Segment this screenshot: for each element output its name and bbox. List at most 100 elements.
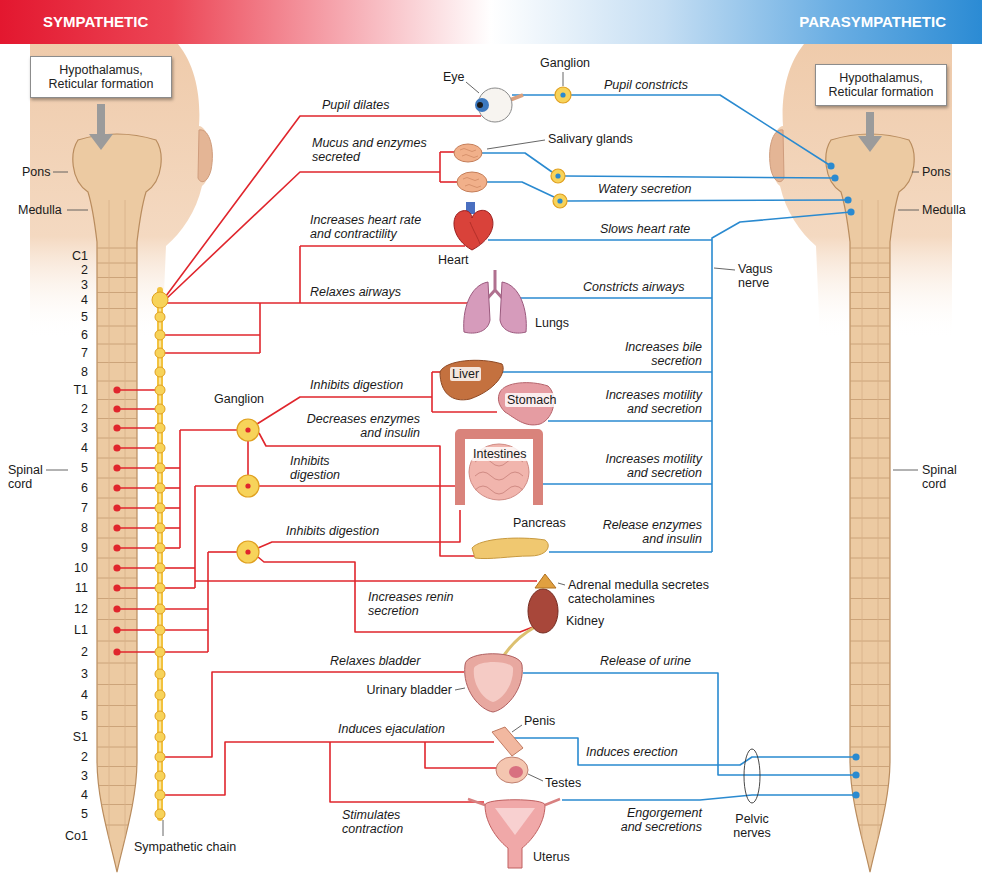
segment-line [843, 498, 898, 499]
segment-line [90, 399, 145, 400]
cord-segments [843, 200, 898, 872]
chain-ganglion [155, 523, 165, 533]
illustration-part [866, 112, 874, 138]
illustration-part [500, 282, 526, 333]
cord-origin-dot [827, 162, 834, 169]
preganglionic-fiber [117, 408, 157, 410]
segment-line [90, 248, 145, 249]
effect-label: Pupil constricts [604, 78, 688, 92]
chain-ganglion [155, 404, 165, 414]
segment-number: Co1 [65, 829, 88, 843]
illustration-part [465, 654, 523, 712]
preganglionic-fiber [117, 629, 157, 631]
segment-line [843, 684, 898, 685]
effect-label: Induces ejaculation [338, 722, 445, 736]
preganglionic-fiber [117, 487, 157, 489]
kidney-illustration [500, 574, 558, 662]
parasympathetic-nerve [562, 795, 856, 800]
part-label: Ganglion [540, 56, 590, 70]
segment-line [90, 641, 145, 642]
segment-line [90, 538, 145, 539]
segment-line [90, 598, 145, 599]
cord-origin-dot [844, 196, 851, 203]
segment-number: 3 [81, 667, 88, 681]
node-text: SYMPATHETIC [0, 0, 491, 31]
organ-label: Lungs [535, 316, 569, 330]
preganglionic-fiber [117, 567, 157, 569]
segment-number: 10 [74, 561, 88, 575]
chain-ganglion [155, 669, 165, 679]
organ-label: Testes [545, 776, 581, 790]
segment-number: 5 [81, 807, 88, 821]
segment-line [90, 663, 145, 664]
organ-label: Intestines [471, 447, 529, 461]
sympathetic-nerve [207, 552, 209, 652]
lung-illustration [464, 270, 527, 333]
sympathetic-nerve [431, 372, 433, 412]
chain-ganglion [155, 771, 165, 781]
segment-line [843, 263, 898, 264]
segment-line [843, 825, 898, 826]
preganglionic-fiber [117, 547, 157, 549]
cord-shape [826, 134, 914, 872]
preganglionic-fiber [117, 507, 157, 509]
cord-origin-dot [113, 424, 120, 431]
head-silhouettes [30, 44, 952, 340]
illustration-part [509, 766, 523, 778]
sympathetic-nerve [163, 587, 195, 589]
brain-center-box: Hypothalamus, Reticular formation [815, 64, 947, 106]
segment-line [843, 747, 898, 748]
segment-line [90, 766, 145, 767]
region-label: Pons [922, 165, 951, 179]
segment-line [90, 619, 145, 620]
organ-label: Stomach [505, 393, 558, 407]
parasympathetic-nerve [571, 95, 831, 166]
illustration-part [858, 136, 882, 152]
region-label: Medulla [18, 203, 62, 217]
sympathetic-nerve [440, 181, 458, 183]
parasympathetic-nerve [548, 420, 712, 422]
organ-label: Penis [524, 714, 555, 728]
sympathetic-nerve [163, 629, 208, 631]
sympathetic-nerve [163, 302, 467, 304]
cord-origin-dot [831, 174, 838, 181]
illustration-part [455, 688, 465, 690]
segment-line [843, 663, 898, 664]
segment-number: 3 [81, 421, 88, 435]
organs [440, 88, 560, 868]
illustration-part [454, 144, 482, 162]
effect-label: Inhibits digestion [310, 378, 403, 392]
part-label: Sympathetic chain [134, 840, 236, 854]
effect-label: Release enzymes and insulin [590, 518, 702, 546]
segment-line [90, 438, 145, 439]
parasympathetic-nerve [520, 297, 712, 299]
sympathetic-nerve [299, 246, 301, 303]
segment-number: 11 [75, 581, 88, 595]
segment-line [90, 804, 145, 805]
ganglia-and-dots [113, 87, 859, 799]
segment-number: 4 [81, 788, 88, 802]
chain-ganglion [155, 483, 165, 493]
organ-label: Urinary bladder [367, 683, 452, 697]
parasympathetic-nerve [523, 673, 856, 775]
segment-number: S1 [73, 730, 88, 744]
sympathetic-nerve [163, 352, 260, 354]
node-text: Hypothalamus, Reticular formation [37, 63, 165, 91]
sympathetic-nerve [163, 527, 180, 529]
segment-line [90, 726, 145, 727]
sympathetic-nerve [166, 172, 440, 299]
illustration-part [67, 210, 88, 211]
chain-ganglion [155, 385, 165, 395]
cord-origin-dot [113, 605, 120, 612]
segment-line [843, 705, 898, 706]
illustration-part [558, 583, 565, 585]
chain-ganglion [155, 790, 165, 800]
ganglion [553, 194, 567, 208]
sympathetic-nerve [195, 485, 237, 487]
cord-column-line [109, 200, 110, 872]
ganglion [555, 87, 571, 103]
segment-line [843, 399, 898, 400]
sympathetic-nerve [163, 507, 180, 509]
ear-right [770, 130, 784, 182]
sympathetic-nerve [163, 608, 208, 610]
